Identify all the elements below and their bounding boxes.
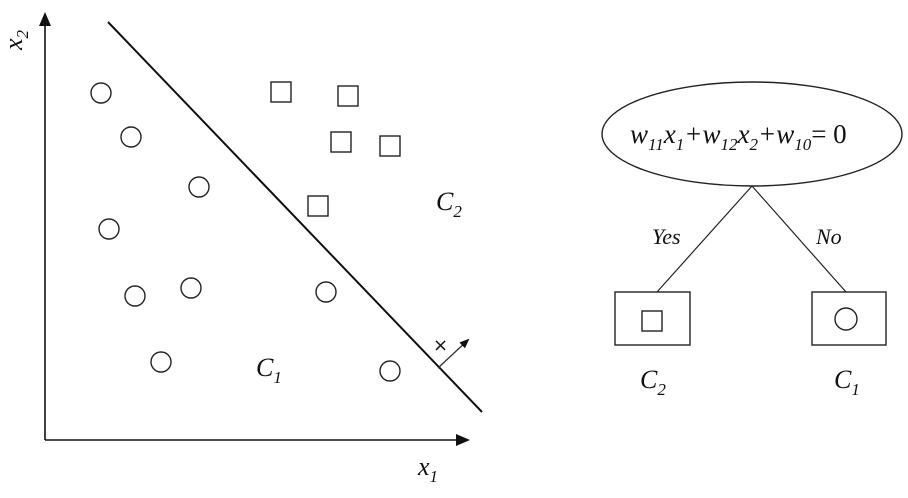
no-label: No — [815, 224, 842, 249]
leaf-node-left — [614, 291, 691, 346]
circle-point — [188, 176, 210, 198]
class-1-points — [90, 82, 401, 382]
leaf-circle-icon — [834, 307, 858, 331]
normal-marker: × — [433, 335, 448, 356]
class-1-label: C1 — [256, 353, 282, 387]
leaf-square-icon — [641, 310, 663, 332]
square-point — [379, 135, 401, 157]
square-point — [307, 195, 329, 217]
leaf-node-right — [811, 291, 887, 346]
x-axis-label: x1 — [417, 452, 438, 486]
square-point — [330, 131, 352, 153]
yes-label: Yes — [652, 224, 681, 249]
circle-point — [150, 351, 172, 373]
leaf-left-label: C2 — [640, 365, 666, 399]
class-2-points — [270, 81, 401, 217]
no-branch — [751, 185, 847, 293]
circle-point — [98, 218, 120, 240]
normal-vector-arrow — [437, 338, 470, 369]
square-point — [270, 81, 292, 103]
circle-point — [124, 285, 146, 307]
decision-boundary — [107, 21, 483, 413]
square-point — [337, 85, 359, 107]
circle-point — [315, 281, 337, 303]
y-axis-label: x2 — [0, 29, 32, 51]
circle-point — [120, 126, 142, 148]
circle-point — [180, 277, 202, 299]
circle-point — [90, 82, 112, 104]
class-2-label: C2 — [436, 187, 462, 221]
decision-equation: w11x1+w12x2+w10= 0 — [630, 119, 847, 154]
yes-branch — [656, 185, 753, 293]
circle-point — [379, 360, 401, 382]
leaf-right-label: C1 — [834, 365, 860, 399]
